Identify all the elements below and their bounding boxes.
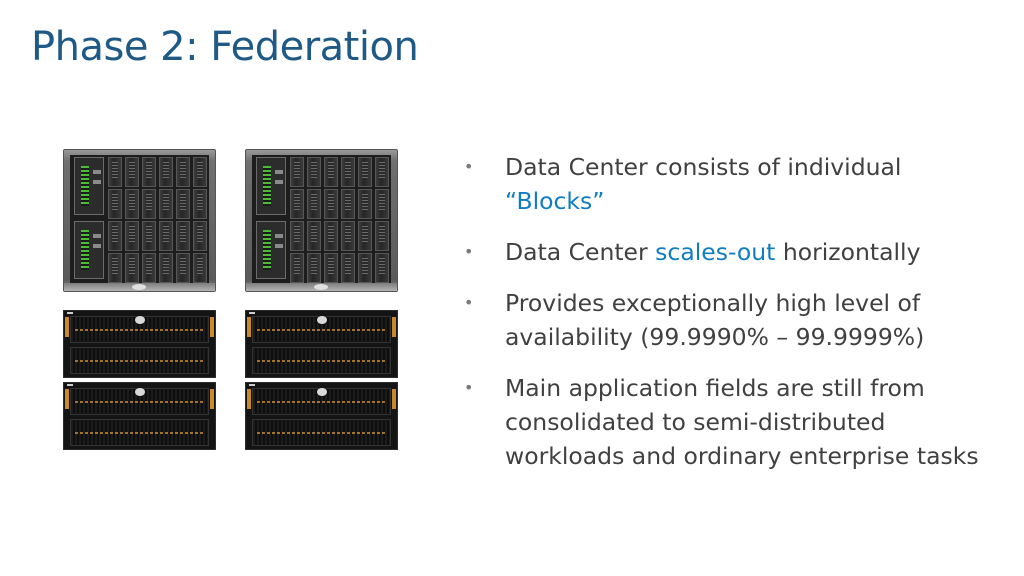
bullet-text-tail: horizontally xyxy=(775,238,921,266)
blade-bay xyxy=(108,221,122,251)
blade-bay xyxy=(108,157,122,187)
chassis-base xyxy=(246,283,397,291)
storage-enclosure-image-3 xyxy=(63,382,216,450)
storage-enclosure-image-2 xyxy=(245,310,398,378)
bullet-item: • Provides exceptionally high level of a… xyxy=(462,286,1002,354)
bullet-text: Data Center xyxy=(505,238,656,266)
bullet-marker: • xyxy=(464,293,474,312)
blade-bay xyxy=(290,157,304,187)
blade-bay xyxy=(358,157,372,187)
bullet-highlight: “Blocks” xyxy=(505,187,605,215)
dell-logo-icon xyxy=(135,388,145,396)
blade-bay xyxy=(142,189,156,219)
bullet-highlight: scales-out xyxy=(655,238,776,266)
storage-enclosure-image-1 xyxy=(63,310,216,378)
dell-logo-icon xyxy=(132,284,146,290)
blade-bay xyxy=(341,221,355,251)
dell-logo-icon xyxy=(314,284,328,290)
bullet-marker: • xyxy=(464,378,474,397)
chassis-lcd-panel xyxy=(256,157,286,215)
blade-bay xyxy=(108,189,122,219)
dell-logo-icon xyxy=(135,316,145,324)
blade-bay xyxy=(176,253,190,283)
bullet-text: Data Center consists of individual xyxy=(505,153,902,181)
slide-title: Phase 2: Federation xyxy=(31,24,419,70)
blade-bay xyxy=(375,253,389,283)
bullet-text: Main application fields are still from c… xyxy=(505,374,979,470)
bullet-item: • Data Center scales-out horizontally xyxy=(462,235,1002,269)
dell-logo-icon xyxy=(317,388,327,396)
chassis-lcd-panel xyxy=(256,221,286,279)
chassis-lcd-panel xyxy=(74,157,104,215)
blade-bay xyxy=(375,189,389,219)
blade-bay xyxy=(358,253,372,283)
dell-logo-icon xyxy=(317,316,327,324)
bullet-marker: • xyxy=(464,157,474,176)
bullet-text: Provides exceptionally high level of ava… xyxy=(505,289,925,351)
blade-bay xyxy=(142,253,156,283)
blade-bay xyxy=(358,221,372,251)
blade-bay xyxy=(324,189,338,219)
bullet-marker: • xyxy=(464,242,474,261)
blade-bay xyxy=(125,253,139,283)
blade-bay xyxy=(193,221,207,251)
blade-bay xyxy=(176,189,190,219)
blade-bay xyxy=(307,253,321,283)
blade-bay xyxy=(159,253,173,283)
blade-bay xyxy=(176,157,190,187)
blade-bay xyxy=(324,157,338,187)
blade-bay xyxy=(159,189,173,219)
blade-bay xyxy=(375,221,389,251)
blade-bay xyxy=(159,157,173,187)
blade-bay xyxy=(341,253,355,283)
blade-bay xyxy=(307,157,321,187)
blade-bay xyxy=(193,157,207,187)
blade-chassis-image-1 xyxy=(63,149,216,292)
storage-enclosure-image-4 xyxy=(245,382,398,450)
blade-bay xyxy=(125,189,139,219)
blade-bay xyxy=(358,189,372,219)
blade-bay xyxy=(142,157,156,187)
blade-bay xyxy=(307,221,321,251)
chassis-lcd-panel xyxy=(74,221,104,279)
blade-bay xyxy=(290,253,304,283)
blade-bay xyxy=(290,189,304,219)
chassis-bays xyxy=(70,155,209,283)
blade-bay xyxy=(290,221,304,251)
blade-bay xyxy=(142,221,156,251)
blade-bay xyxy=(108,253,122,283)
blade-bay xyxy=(324,221,338,251)
blade-bay xyxy=(176,221,190,251)
blade-chassis-image-2 xyxy=(245,149,398,292)
bullet-item: • Data Center consists of individual “Bl… xyxy=(462,150,1002,218)
bullet-list: • Data Center consists of individual “Bl… xyxy=(462,150,1002,490)
bullet-item: • Main application fields are still from… xyxy=(462,371,1002,473)
chassis-base xyxy=(64,283,215,291)
blade-bay xyxy=(193,253,207,283)
blade-bay xyxy=(375,157,389,187)
blade-bay xyxy=(125,221,139,251)
blade-bay xyxy=(193,189,207,219)
blade-bay xyxy=(341,157,355,187)
blade-bay xyxy=(324,253,338,283)
blade-bay xyxy=(159,221,173,251)
blade-bay xyxy=(125,157,139,187)
blade-bay xyxy=(307,189,321,219)
chassis-bays xyxy=(252,155,391,283)
blade-bay xyxy=(341,189,355,219)
